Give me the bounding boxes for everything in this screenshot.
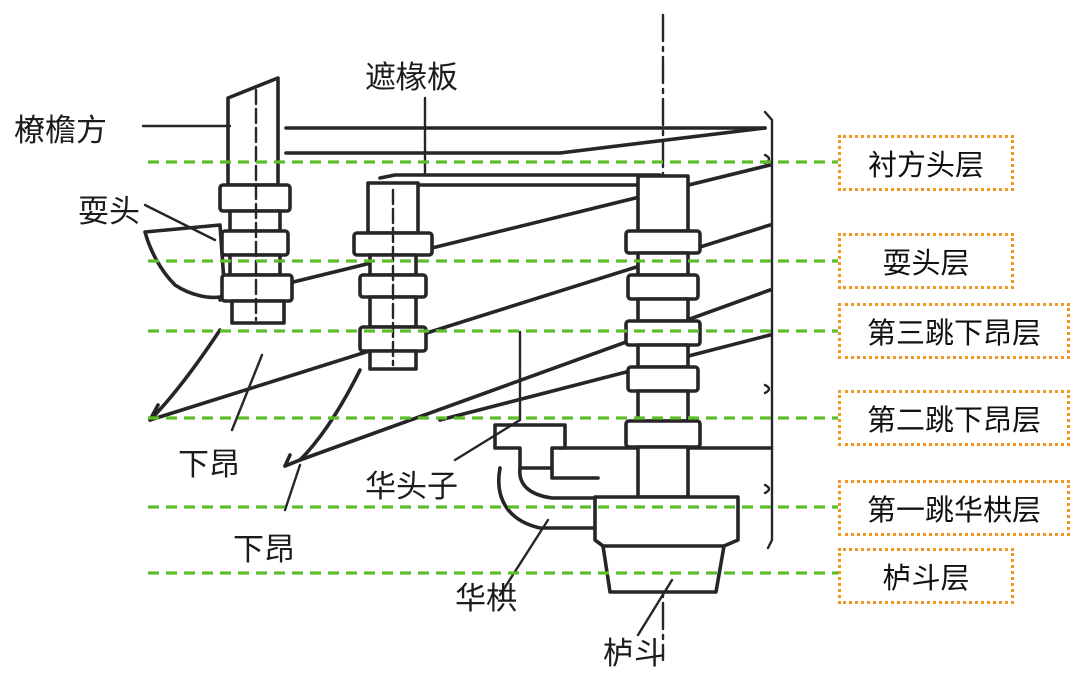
layer-label: 耍头层 (882, 246, 970, 280)
huagong-arm (497, 466, 600, 530)
xiaang-lower-beam (298, 288, 772, 462)
layer-label: 第三跳下昂层 (866, 316, 1041, 350)
label-liaoyanfang: 橑檐方 (14, 113, 107, 149)
leader-lines (141, 124, 674, 637)
liaoyanfang-post (226, 76, 280, 187)
layer-box-shuatou: 耍头层 (838, 233, 1014, 289)
layer-box-third-xiaang: 第三跳下昂层 (838, 303, 1070, 359)
label-xiaang-lower: 下昂 (233, 532, 295, 568)
wall-line (763, 110, 774, 550)
layer-box-ludou: 栌斗层 (838, 548, 1014, 604)
upper-rafter-line (558, 126, 767, 155)
layer-label: 第二跳下昂层 (866, 403, 1041, 437)
layer-label: 衬方头层 (867, 148, 984, 182)
layer-guides (148, 160, 838, 575)
liaoyanfang-beam (284, 126, 767, 155)
label-huatouzi: 华头子 (365, 469, 458, 505)
layer-box-second-xiaang: 第二跳下昂层 (838, 390, 1070, 446)
label-shuatou: 耍头 (78, 194, 140, 230)
label-ludou: 栌斗 (603, 636, 665, 672)
component-labels: 橑檐方 遮椽板 耍头 下昂 下昂 华头子 华栱 栌斗 (14, 60, 665, 672)
zheyuanban-board (378, 173, 662, 187)
layer-label: 栌斗层 (882, 561, 970, 595)
label-huagong: 华栱 (455, 581, 517, 617)
xiaang-upper-beak (148, 328, 222, 422)
huatouzi-block (493, 423, 567, 470)
label-zheyuanban: 遮椽板 (365, 60, 458, 96)
label-xiaang-upper: 下昂 (178, 447, 240, 483)
layer-box-chenfangtou: 衬方头层 (838, 135, 1014, 191)
bracket-set-drawing (141, 13, 774, 662)
layer-label: 第一跳华栱层 (866, 493, 1041, 527)
layer-box-first-huagong: 第一跳华栱层 (838, 480, 1070, 536)
